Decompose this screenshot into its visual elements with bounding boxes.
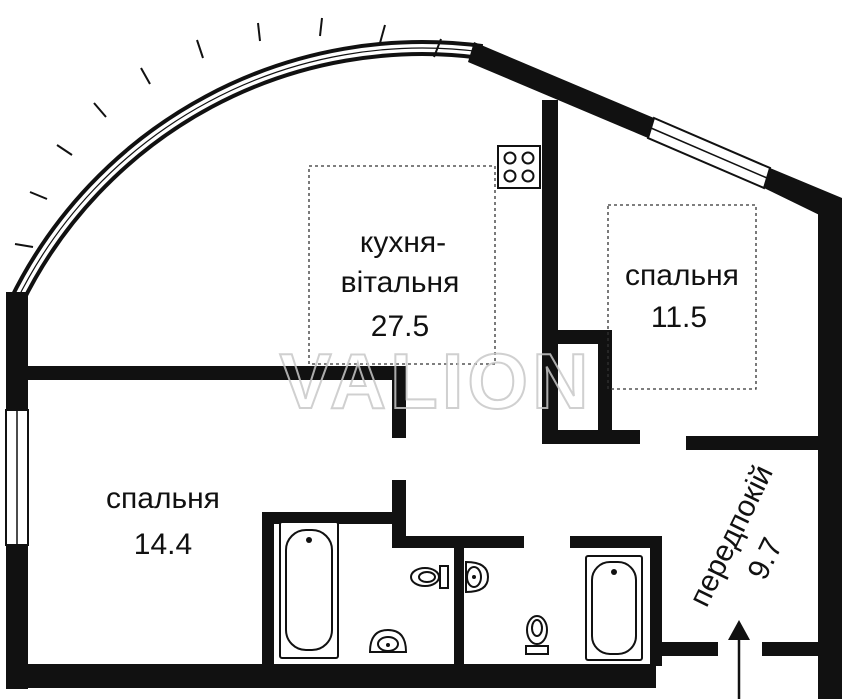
bedroom-right-bottom bbox=[686, 436, 826, 450]
wall-kitchen-bedroom-left bbox=[22, 366, 406, 380]
watermark: VALION bbox=[280, 337, 593, 425]
kitchen-name-line2: вітальня bbox=[341, 266, 460, 299]
closet-bottom bbox=[542, 430, 640, 444]
toilet-icon bbox=[525, 615, 549, 655]
left-wall-upper bbox=[6, 292, 28, 410]
wall-stub-vertical-1 bbox=[392, 366, 406, 438]
left-wall-lower bbox=[6, 545, 28, 689]
window-mullions bbox=[14, 17, 442, 248]
interior-walls bbox=[22, 100, 826, 668]
bottom-wall-right bbox=[762, 642, 842, 656]
stove-icon bbox=[497, 145, 541, 189]
bathtub-icon bbox=[279, 521, 339, 659]
wall-kitchen-bedroom bbox=[542, 100, 558, 346]
bathtub-icon bbox=[585, 555, 643, 661]
bathroom2-top-wall bbox=[570, 536, 662, 548]
bedroom-furniture-outline bbox=[607, 204, 757, 390]
bottom-wall-mid bbox=[656, 642, 718, 656]
kitchen-area: 27.5 bbox=[371, 310, 429, 343]
kitchen-furniture-outline bbox=[308, 165, 496, 365]
sink-icon bbox=[465, 560, 490, 594]
bathroom-top-wall bbox=[392, 536, 524, 548]
kitchen-name-line1: кухня- bbox=[360, 226, 446, 259]
wall-stub-vertical-2 bbox=[392, 480, 406, 546]
outer-walls bbox=[5, 17, 842, 699]
bedroom-right-name: спальня bbox=[625, 259, 739, 292]
toilet-icon bbox=[410, 565, 449, 589]
bottom-wall-left bbox=[6, 664, 656, 688]
bedroom-left-area: 14.4 bbox=[134, 528, 192, 561]
bathroom-left-wall bbox=[262, 512, 274, 666]
bedroom-right-area: 11.5 bbox=[651, 301, 707, 334]
closet-right bbox=[598, 330, 612, 442]
diagonal-wall-1 bbox=[468, 42, 654, 138]
entrance-arrow-icon bbox=[728, 620, 750, 699]
wall-bedroom-lower bbox=[542, 330, 558, 442]
right-wall bbox=[818, 205, 842, 699]
curved-window-glazing bbox=[12, 44, 483, 304]
bathroom-divider bbox=[454, 548, 464, 668]
sink-icon bbox=[368, 628, 408, 653]
hallway-area: 9.7 bbox=[741, 533, 789, 585]
bathroom2-right-wall bbox=[650, 536, 662, 666]
closet-top bbox=[542, 330, 612, 344]
bedroom-left-name: спальня bbox=[106, 482, 220, 515]
